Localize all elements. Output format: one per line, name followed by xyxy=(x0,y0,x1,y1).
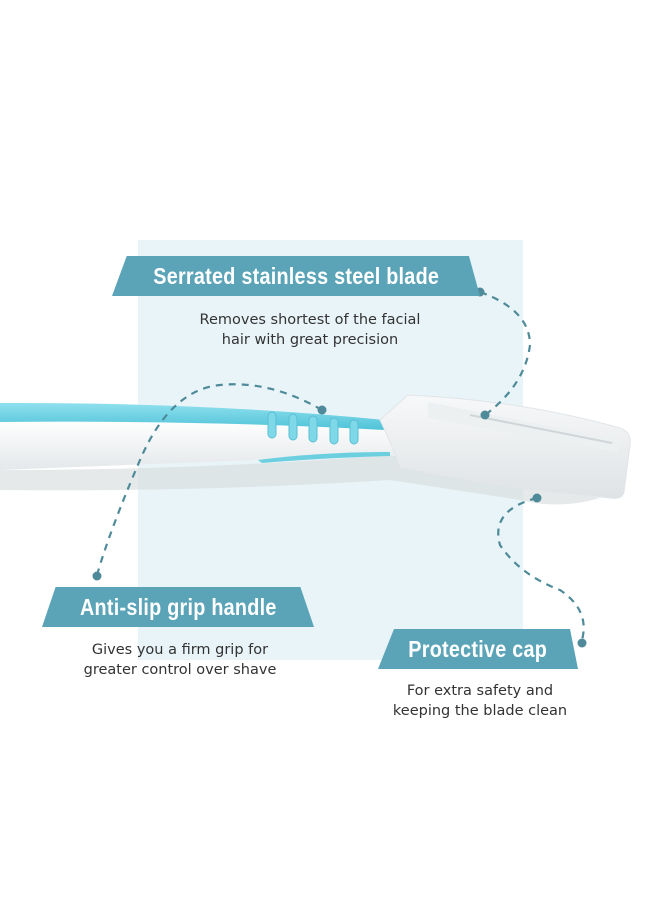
description-line: keeping the blade clean xyxy=(392,703,568,719)
cap-feature-title: Protective cap xyxy=(378,629,578,669)
grip-feature-title: Anti-slip grip handle xyxy=(42,587,314,627)
connector-dot xyxy=(92,287,587,648)
description-line: Removes shortest of the facial xyxy=(199,312,421,328)
protective-cap xyxy=(379,394,631,499)
description-line: Gives you a firm grip for xyxy=(91,642,269,658)
grip-feature-description: Gives you a firm grip for greater contro… xyxy=(40,640,320,680)
cap-feature-description: For extra safety and keeping the blade c… xyxy=(360,681,600,721)
blade-feature-title: Serrated stainless steel blade xyxy=(112,256,480,296)
description-line: greater control over shave xyxy=(83,662,277,678)
description-line: For extra safety and xyxy=(406,683,554,699)
description-line: hair with great precision xyxy=(221,332,399,348)
blade-feature-description: Removes shortest of the facial hair with… xyxy=(160,310,460,350)
